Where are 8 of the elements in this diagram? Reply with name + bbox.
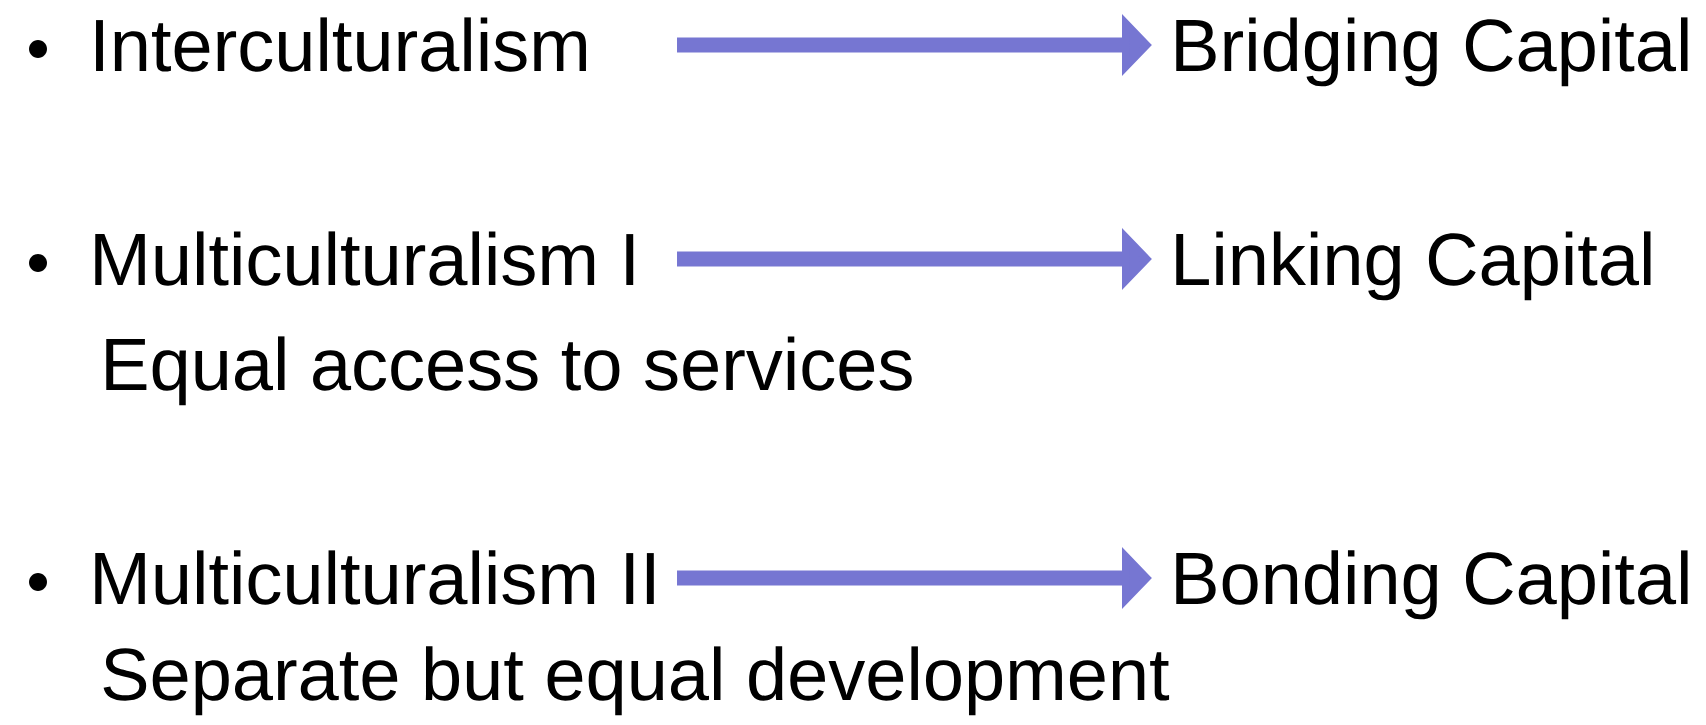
text-label: Multiculturalism I bbox=[95, 231, 634, 286]
text-label: Linking Capital bbox=[1176, 231, 1651, 301]
caption-text: Equal access to services bbox=[106, 336, 912, 406]
text-label: Multiculturalism II bbox=[95, 550, 654, 605]
text-label: Bridging Capital bbox=[1176, 17, 1688, 87]
text-label: Bonding Capital bbox=[1176, 550, 1688, 620]
text-label: Interculturalism bbox=[96, 17, 586, 72]
caption-text: Separate but equal development bbox=[103, 646, 1170, 716]
